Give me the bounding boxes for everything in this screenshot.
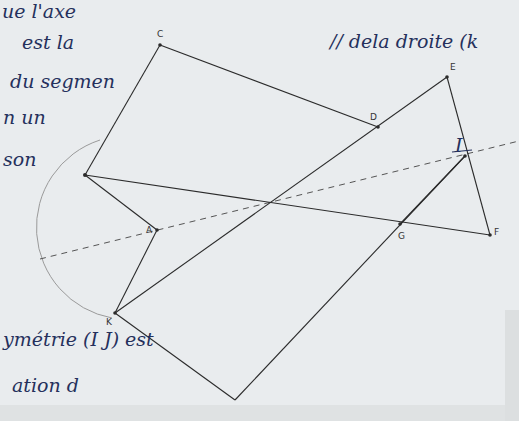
symmetry-axis (40, 141, 519, 259)
point (83, 173, 87, 177)
point (488, 233, 492, 237)
segment (115, 313, 235, 400)
segment (115, 230, 157, 313)
segment (447, 77, 490, 235)
handwritten-note: du segmen (10, 72, 115, 91)
point (445, 75, 449, 79)
handwritten-note: ymétrie (I J) est (3, 330, 154, 349)
point-label: I (455, 136, 463, 155)
points (83, 43, 492, 315)
point (398, 222, 402, 226)
handwritten-note: ation d (12, 376, 79, 395)
point (158, 43, 162, 47)
point-label: C (157, 30, 163, 39)
point-label: A (146, 226, 152, 235)
point-label: G (398, 232, 405, 241)
handwritten-note: // dela droite (k (330, 32, 478, 51)
point (155, 228, 159, 232)
segment (160, 45, 378, 127)
segment (85, 175, 157, 230)
point-label: F (494, 228, 499, 237)
point-label: E (450, 63, 456, 72)
point (376, 125, 380, 129)
handwritten-note: n un (3, 108, 46, 127)
handwritten-note: ue l'axe (2, 2, 76, 21)
point-label: K (106, 318, 112, 327)
paper-shadow (505, 310, 519, 421)
compass-arc (36, 140, 112, 318)
segment (115, 77, 447, 313)
handwritten-note: est la (22, 33, 74, 52)
point (463, 154, 467, 158)
paper-shadow (0, 405, 519, 421)
point (113, 311, 117, 315)
point-label: D (370, 113, 377, 122)
segment (85, 175, 490, 235)
segment (85, 45, 160, 175)
handwritten-note: son (3, 150, 36, 169)
segment (235, 156, 465, 400)
